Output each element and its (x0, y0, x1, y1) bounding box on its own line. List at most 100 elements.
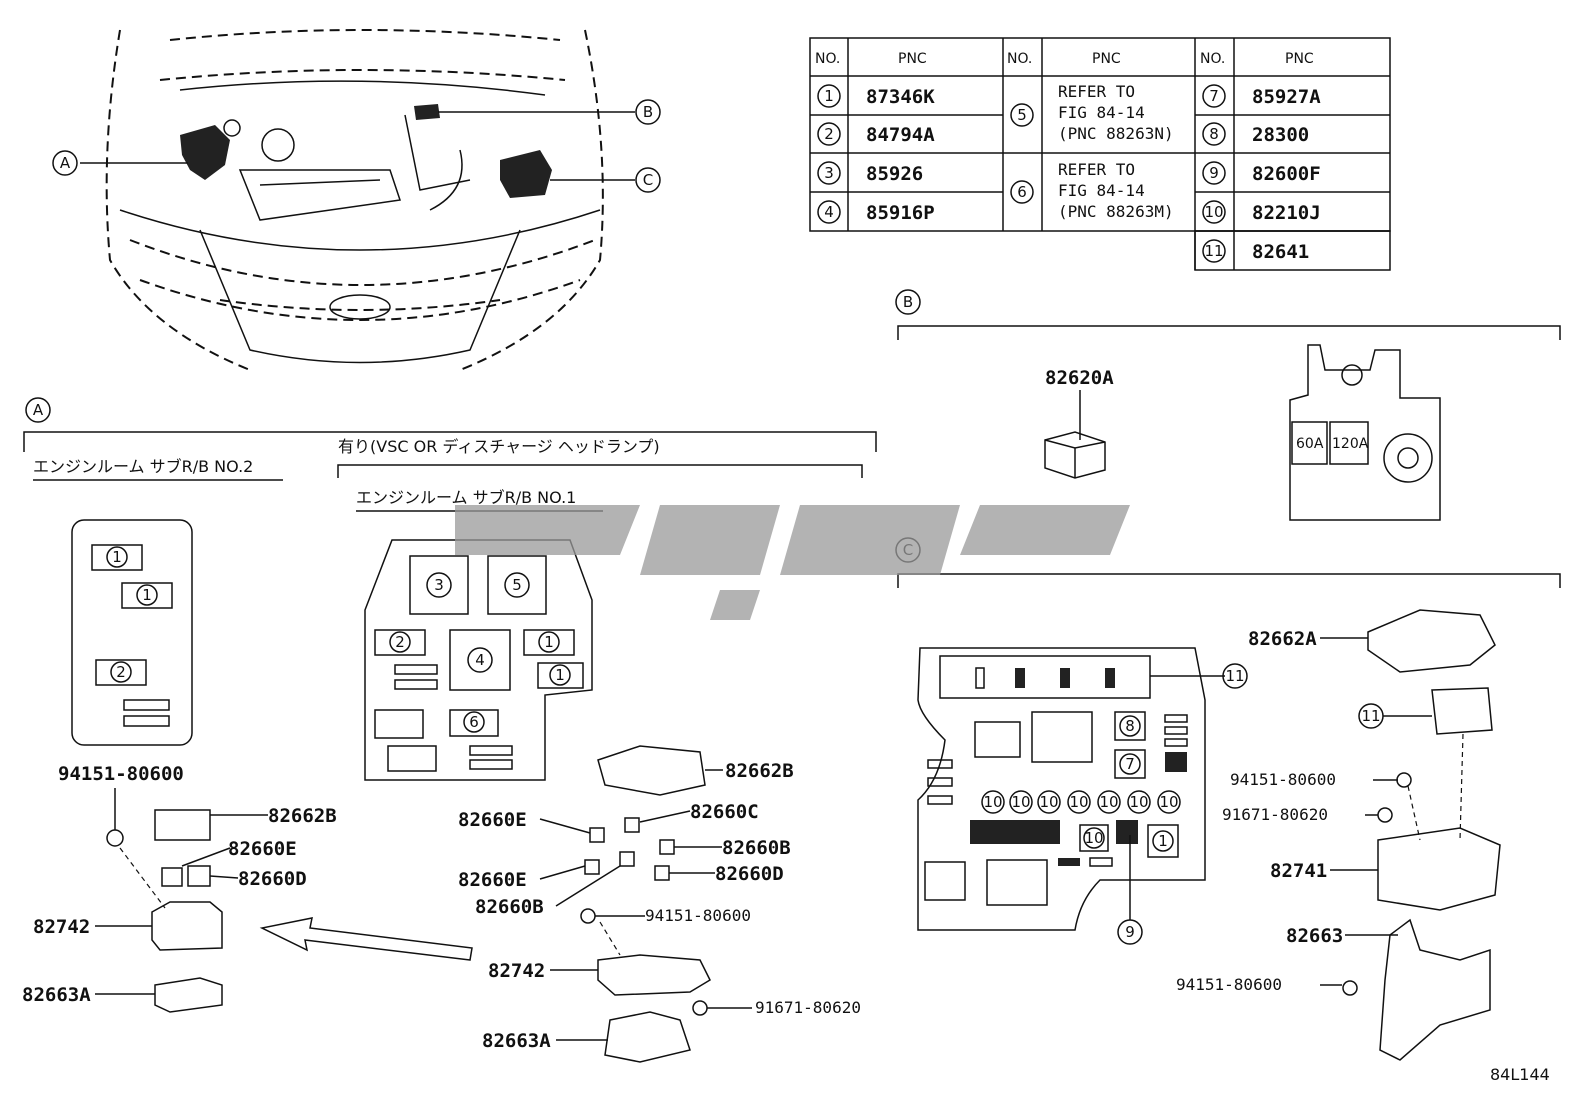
row-pnc-line: (PNC 88263N) (1058, 124, 1174, 143)
part-label: 82620A (1045, 367, 1114, 389)
table-header-no-1: NO. (815, 51, 840, 67)
table-header-pnc-2: PNC (1092, 51, 1121, 67)
row-no: 5 (1017, 106, 1027, 124)
car-engine-bay-illustration: A B C (52, 29, 661, 371)
svg-text:1: 1 (112, 548, 122, 566)
row-no: 10 (1204, 203, 1223, 221)
svg-text:2: 2 (395, 633, 405, 651)
section-c: C 11 8 7 10 10 10 10 10 10 10 10 1 (895, 537, 1561, 1061)
table-row: 8 28300 (1202, 122, 1309, 146)
row-pnc: 28300 (1252, 124, 1309, 146)
svg-text:10: 10 (1099, 793, 1118, 811)
svg-text:3: 3 (434, 576, 444, 594)
row-pnc-line: FIG 84-14 (1058, 181, 1145, 200)
row-pnc: 87346K (866, 86, 935, 108)
part-label: 94151-80600 (645, 906, 751, 925)
row-pnc: 84794A (866, 124, 935, 146)
row-no: 1 (824, 87, 834, 105)
table-row: 3 85926 (817, 161, 923, 185)
callout-b-circle (635, 99, 661, 125)
part-label: 82660E (458, 809, 527, 831)
part-label: 82742 (33, 916, 90, 938)
row-no: 2 (824, 125, 834, 143)
part-label: 82663A (482, 1030, 551, 1052)
section-a: A エンジンルーム サブR/B NO.2 有り(VSC OR ディスチャージ ヘ… (22, 397, 877, 1063)
table-header-no-2: NO. (1007, 51, 1032, 67)
row-pnc-line: REFER TO (1058, 82, 1135, 101)
part-label: 82663 (1286, 925, 1343, 947)
part-label: 82663A (22, 984, 91, 1006)
part-label: 94151-80600 (1230, 770, 1336, 789)
section-a-tag: A (33, 401, 44, 419)
svg-text:1: 1 (142, 586, 152, 604)
row-pnc-line: FIG 84-14 (1058, 103, 1145, 122)
part-label: 82660D (715, 863, 784, 885)
fuse-120a-label: 120A (1332, 436, 1369, 452)
row-no: 3 (824, 164, 834, 182)
callout-a-circle (52, 150, 78, 176)
table-row: 5 REFER TO FIG 84-14 (PNC 88263N) (1010, 82, 1174, 143)
callout-c-circle (635, 167, 661, 193)
part-label: 91671-80620 (1222, 805, 1328, 824)
part-label: 82660E (228, 838, 297, 860)
svg-text:10: 10 (1011, 793, 1030, 811)
row-no: 7 (1209, 87, 1219, 105)
row-no: 4 (824, 203, 834, 221)
table-row: 9 82600F (1202, 161, 1321, 185)
svg-text:8: 8 (1125, 717, 1135, 735)
row-no: 9 (1209, 164, 1219, 182)
svg-text:10: 10 (1039, 793, 1058, 811)
part-label: 82742 (488, 960, 545, 982)
table-row: 4 85916P (817, 200, 935, 224)
table-row: 1 87346K (817, 84, 935, 108)
svg-text:4: 4 (475, 651, 485, 669)
part-label: 82660B (475, 896, 544, 918)
svg-text:9: 9 (1125, 923, 1135, 941)
table-row: 10 82210J (1202, 200, 1321, 224)
svg-text:10: 10 (1084, 829, 1103, 847)
part-label: 91671-80620 (755, 998, 861, 1017)
row-pnc: 82600F (1252, 163, 1321, 185)
svg-text:10: 10 (1159, 793, 1178, 811)
part-label: 94151-80600 (58, 763, 184, 785)
row-pnc: 85916P (866, 202, 935, 224)
sub-rb2-title: エンジンルーム サブR/B NO.2 (33, 457, 253, 476)
callout-b-label: B (643, 103, 653, 121)
section-b: B 82620A 60A 120A (895, 289, 1561, 521)
row-no: 8 (1209, 125, 1219, 143)
part-label: 82660B (722, 837, 791, 859)
table-row: 6 REFER TO FIG 84-14 (PNC 88263M) (1010, 160, 1174, 221)
svg-text:1: 1 (1158, 832, 1168, 850)
callout-a-label: A (60, 154, 71, 172)
table-header-pnc-3: PNC (1285, 51, 1314, 67)
svg-text:10: 10 (1129, 793, 1148, 811)
svg-text:2: 2 (116, 663, 126, 681)
svg-text:10: 10 (983, 793, 1002, 811)
row-no: 11 (1204, 242, 1223, 260)
part-label: 82660E (458, 869, 527, 891)
part-label: 82662A (1248, 628, 1317, 650)
table-header-no-3: NO. (1200, 51, 1225, 67)
row-pnc: 85927A (1252, 86, 1321, 108)
part-label: 82662B (268, 805, 337, 827)
part-label: 82660D (238, 868, 307, 890)
row-pnc-line: (PNC 88263M) (1058, 202, 1174, 221)
row-pnc-line: REFER TO (1058, 160, 1135, 179)
svg-text:11: 11 (1361, 707, 1380, 725)
table-row: 7 85927A (1202, 84, 1321, 108)
condition-label: 有り(VSC OR ディスチャージ ヘッドランプ) (338, 437, 660, 456)
part-label: 94151-80600 (1176, 975, 1282, 994)
pnc-table: NO. PNC NO. PNC NO. PNC 1 87346K 2 84794… (809, 37, 1391, 271)
callout-c-label: C (643, 171, 653, 189)
sub-rb1-title: エンジンルーム サブR/B NO.1 (356, 488, 576, 507)
table-header-pnc-1: PNC (898, 51, 927, 67)
svg-text:5: 5 (512, 576, 522, 594)
svg-text:10: 10 (1069, 793, 1088, 811)
svg-text:6: 6 (469, 713, 479, 731)
svg-text:1: 1 (544, 633, 554, 651)
section-b-tag: B (903, 293, 913, 311)
svg-text:7: 7 (1125, 755, 1135, 773)
watermark-logo (455, 505, 1130, 620)
